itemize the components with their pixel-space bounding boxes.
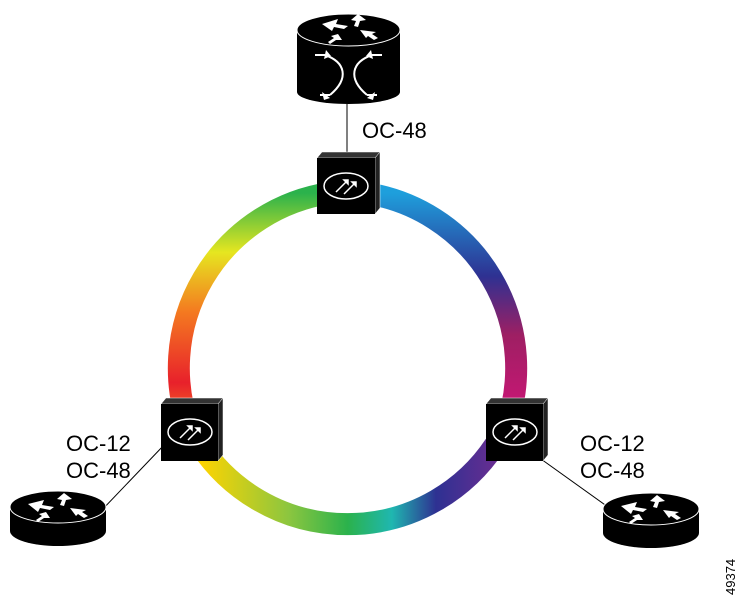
left-link-label-2: OC-48 [66,458,131,483]
adm-node-icon-left [160,397,224,462]
router-icon-left [9,490,107,546]
link-line-left [99,443,166,513]
ring-segment-left [167,182,332,434]
left-link-label-1: OC-12 [66,431,131,456]
ring-segment-bottom [190,438,505,536]
right-link-label-1: OC-12 [580,431,645,456]
figure-number: 49374 [723,559,738,595]
right-link-label-2: OC-48 [580,458,645,483]
adm-node-icon-right [485,397,549,462]
top-link-label: OC-48 [362,118,427,143]
crossconnect-switch-icon [296,13,401,104]
adm-node-icon-top [316,151,381,215]
optical-ring [167,182,528,536]
router-icon-right [602,492,700,548]
ring-segment-right [363,182,528,434]
